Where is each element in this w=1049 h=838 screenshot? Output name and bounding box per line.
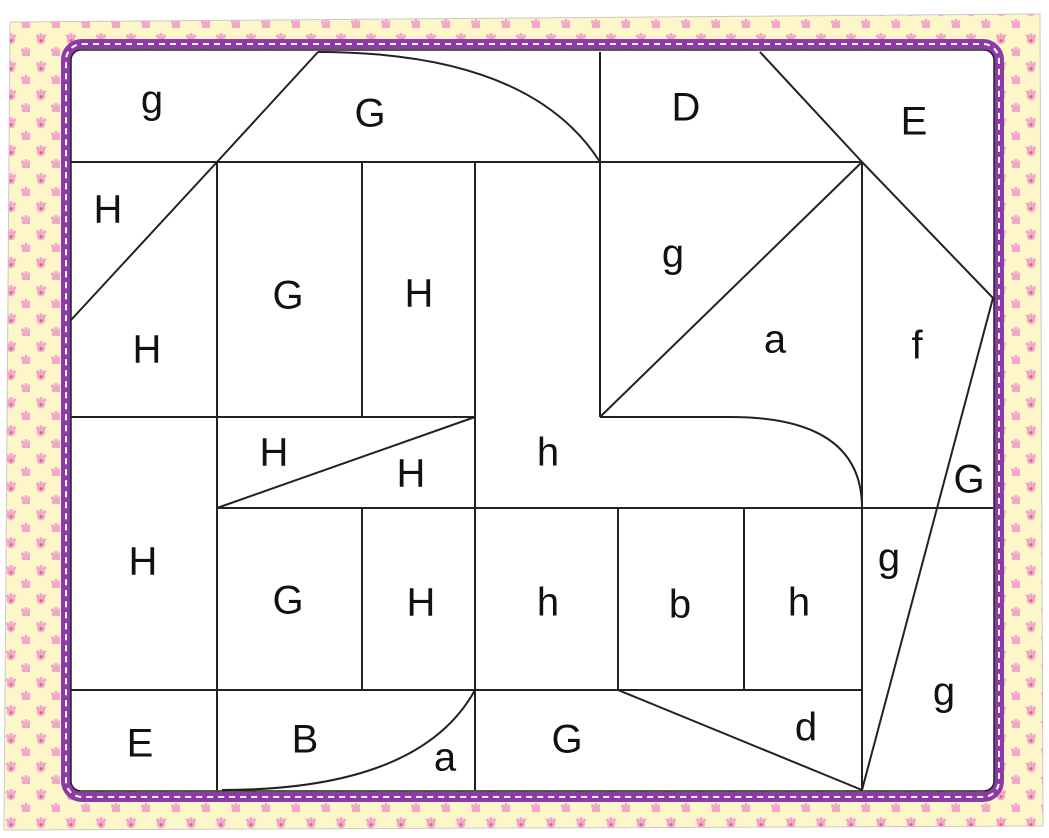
label-h-19: h [537, 581, 559, 625]
label-b-20: b [669, 583, 691, 627]
label-a-26: a [434, 736, 457, 780]
label-H-13: H [397, 452, 426, 496]
label-G-2: G [354, 92, 385, 136]
label-H-5: H [94, 188, 123, 232]
label-a-10: a [764, 318, 787, 362]
label-H-8: H [405, 272, 434, 316]
label-h-14: h [537, 431, 559, 475]
label-h-21: h [788, 581, 810, 625]
label-f-11: f [911, 324, 923, 368]
label-G-7: G [272, 274, 303, 318]
label-g-23: g [933, 670, 955, 714]
label-D-3: D [672, 86, 701, 130]
label-G-17: G [272, 579, 303, 623]
label-H-16: H [129, 540, 158, 584]
label-G-27: G [551, 718, 582, 762]
label-d-28: d [795, 706, 817, 750]
label-H-6: H [133, 328, 162, 372]
label-B-25: B [292, 718, 319, 762]
label-H-18: H [407, 581, 436, 625]
label-E-4: E [901, 100, 928, 144]
label-g-1: g [141, 78, 163, 122]
label-H-12: H [260, 431, 289, 475]
label-G-15: G [953, 458, 984, 502]
label-g-9: g [662, 232, 684, 276]
label-g-22: g [878, 536, 900, 580]
label-E-24: E [127, 722, 154, 766]
